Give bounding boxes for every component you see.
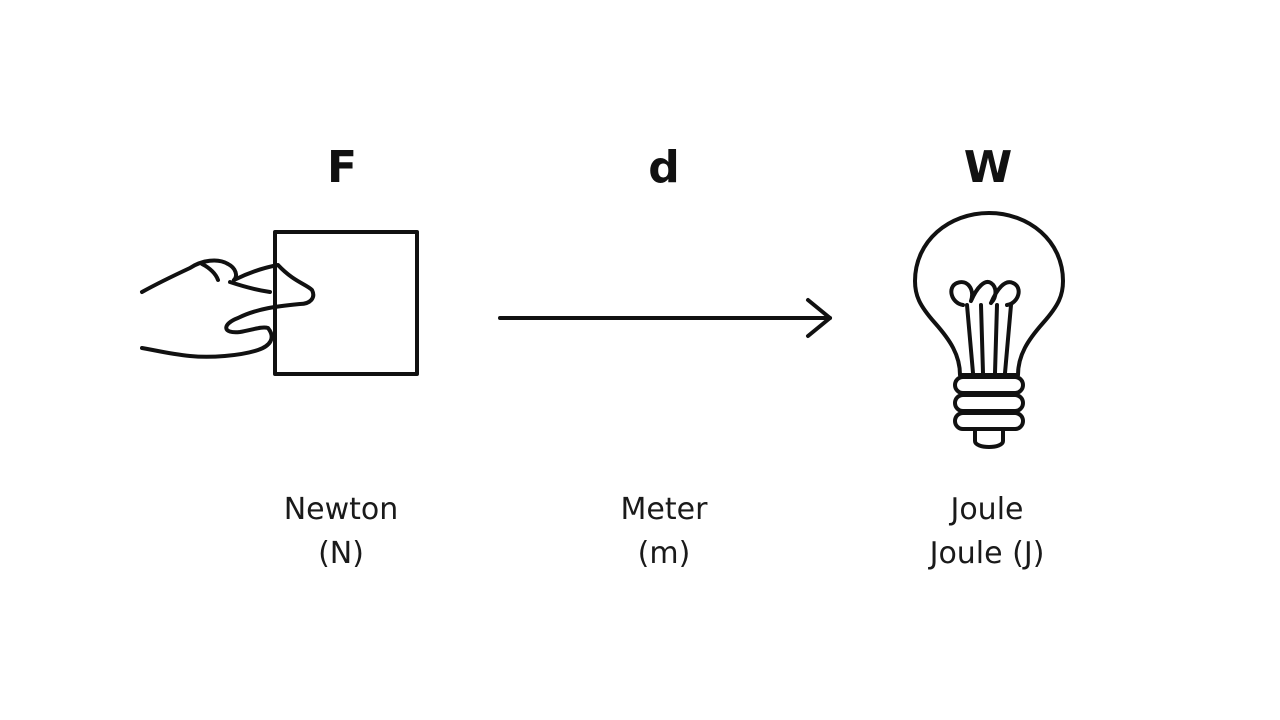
arrow-head (806, 298, 832, 338)
work-unit-symbol: Joule (J) (929, 536, 1045, 571)
bulb-glass (913, 211, 1065, 377)
knuckle-line (200, 262, 220, 282)
bulb-base-ring-3 (953, 411, 1025, 431)
bulb-base-ring-2 (953, 393, 1025, 413)
light-bulb-icon (913, 211, 1065, 449)
hand-outline (140, 258, 238, 294)
force-unit-name: Newton (283, 492, 399, 527)
work-symbol: W (963, 142, 1013, 193)
distance-symbol: d (648, 142, 680, 193)
filament-stem-left (965, 303, 975, 375)
distance-unit-symbol: (m) (637, 536, 691, 571)
index-finger (140, 263, 316, 359)
bulb-base-ring-1 (953, 375, 1025, 395)
force-unit-label: Newton (N) (231, 488, 451, 576)
distance-unit-label: Meter (m) (554, 488, 774, 576)
box-shape (273, 230, 419, 376)
filament-stem-mid-right (993, 303, 999, 375)
filament-stem-mid-left (979, 303, 985, 375)
force-unit-symbol: (N) (318, 536, 364, 571)
force-symbol: F (326, 142, 358, 193)
right-arrow-icon (498, 298, 832, 338)
hand-pushing-box-icon (140, 230, 419, 376)
distance-unit-name: Meter (620, 492, 708, 527)
work-unit-name: Joule (950, 492, 1024, 527)
bulb-tip (973, 429, 1005, 449)
filament-stem-right (1003, 303, 1013, 375)
filament (949, 280, 1021, 307)
thumb-line (228, 280, 272, 294)
work-unit-label: Joule Joule (J) (877, 488, 1097, 576)
